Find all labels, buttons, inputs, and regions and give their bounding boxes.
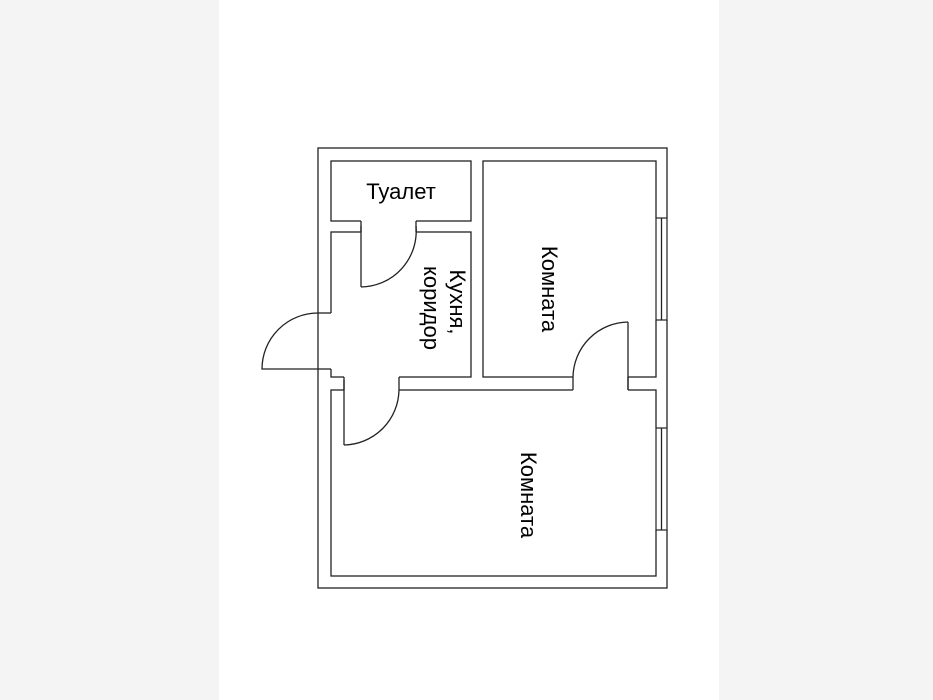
plan-sheet	[219, 0, 719, 700]
entrance-door	[261, 312, 333, 370]
toilet-door	[360, 219, 417, 288]
lower-room	[330, 389, 657, 577]
kitchen-label-line2: коридор	[419, 266, 444, 350]
upper-room-label: Комната	[537, 246, 562, 333]
upper-room	[482, 160, 657, 378]
kitchen-label-line1: Кухня,	[445, 270, 470, 335]
outer-wall	[317, 147, 668, 589]
lower-room-label: Комната	[516, 452, 541, 539]
window-lower	[654, 427, 669, 531]
upper-room-door	[572, 321, 629, 392]
lower-room-door	[343, 375, 400, 446]
window-upper	[654, 217, 669, 321]
toilet-label: Туалет	[366, 179, 436, 204]
